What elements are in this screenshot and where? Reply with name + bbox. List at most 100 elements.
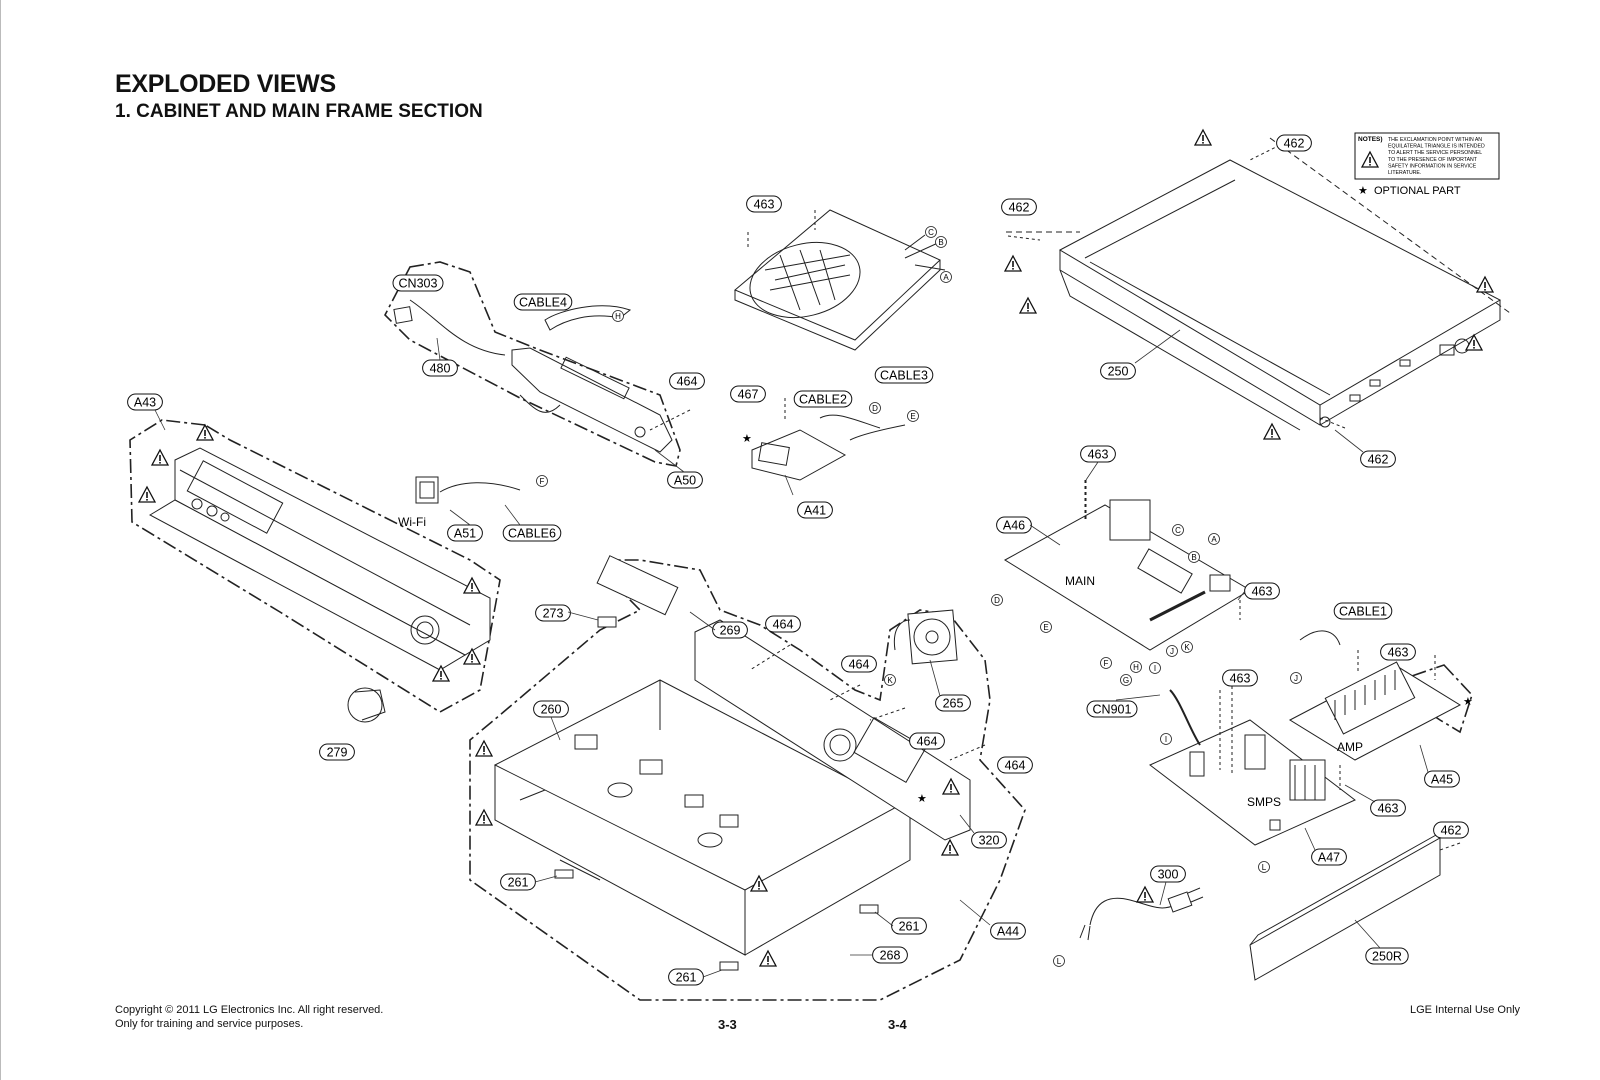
svg-text:463: 463	[1388, 646, 1409, 660]
svg-text:★: ★	[1358, 185, 1368, 197]
part-label-p463e: 463	[1222, 669, 1258, 687]
part-label-p462b: 462	[1001, 198, 1037, 216]
svg-text:A47: A47	[1318, 851, 1340, 865]
notes-line: LITERATURE.	[1388, 170, 1421, 176]
svg-text:C: C	[928, 228, 934, 237]
svg-text:265: 265	[943, 697, 964, 711]
svg-text:E: E	[1043, 623, 1048, 632]
part-label-p261c: 261	[668, 968, 704, 986]
part-label-p269: 269	[712, 621, 748, 639]
svg-text:260: 260	[541, 703, 562, 717]
part-label-p463a: 463	[746, 195, 782, 213]
svg-text:★: ★	[917, 792, 927, 805]
screws	[649, 144, 1461, 851]
svg-text:A45: A45	[1431, 773, 1453, 787]
svg-text:K: K	[1184, 643, 1190, 652]
notes-line: EQUILATERAL TRIANGLE IS INTENDED	[1388, 144, 1485, 150]
svg-text:CABLE4: CABLE4	[519, 296, 567, 310]
connector-F: F	[1100, 657, 1112, 669]
svg-text:464: 464	[773, 618, 794, 632]
connector-K: K	[884, 674, 896, 686]
svg-text:462: 462	[1441, 824, 1462, 838]
svg-text:462: 462	[1284, 137, 1305, 151]
part-label-p463b: 463	[1080, 445, 1116, 463]
part-label-p480: 480	[422, 359, 458, 377]
leader-line	[959, 814, 975, 834]
part-label-p464e: 464	[997, 756, 1033, 774]
part-label-a43: A43	[127, 393, 163, 411]
knob-279	[347, 687, 386, 723]
svg-text:A50: A50	[674, 474, 696, 488]
svg-text:480: 480	[430, 362, 451, 376]
connector-L: L	[1053, 955, 1065, 967]
part-label-cable2: CABLE2	[793, 390, 853, 408]
feet	[554, 616, 879, 971]
svg-text:261: 261	[899, 920, 920, 934]
svg-text:462: 462	[1368, 453, 1389, 467]
connector-B: B	[1188, 551, 1200, 563]
text-label-amp: AMP	[1337, 740, 1363, 754]
part-label-p260: 260	[533, 700, 569, 718]
page-title: EXPLODED VIEWS	[115, 70, 336, 98]
svg-text:J: J	[1294, 674, 1298, 683]
svg-text:464: 464	[1005, 759, 1026, 773]
connector-C: C	[925, 226, 937, 238]
connector-I: I	[1149, 662, 1161, 674]
part-label-p279: 279	[319, 743, 355, 761]
board-a41	[751, 414, 906, 481]
part-label-p467: 467	[730, 385, 766, 403]
leader-line	[784, 474, 794, 496]
svg-text:D: D	[872, 404, 878, 413]
part-label-cable6: CABLE6	[502, 524, 562, 542]
part-label-p300: 300	[1150, 865, 1186, 883]
svg-text:H: H	[1133, 663, 1139, 672]
svg-text:C: C	[1175, 526, 1181, 535]
svg-text:279: 279	[327, 746, 348, 760]
internal-use-text: LGE Internal Use Only	[1410, 1004, 1521, 1016]
front-board-a50	[393, 299, 673, 453]
svg-text:L: L	[1057, 957, 1062, 966]
text-label-smps: SMPS	[1247, 795, 1281, 809]
leader-line	[1134, 329, 1181, 364]
copyright-text: Copyright © 2011 LG Electronics Inc. All…	[115, 1004, 384, 1016]
part-label-p273: 273	[535, 604, 571, 622]
svg-text:H: H	[615, 312, 621, 321]
part-label-p462c: 462	[1360, 450, 1396, 468]
part-label-a47: A47	[1311, 848, 1347, 866]
leader-line	[534, 875, 558, 883]
text-label-main: MAIN	[1065, 574, 1095, 588]
connector-D: D	[869, 402, 881, 414]
notes-line: SAFETY INFORMATION IN SERVICE	[1388, 163, 1477, 169]
svg-text:A46: A46	[1003, 519, 1025, 533]
svg-text:G: G	[1123, 676, 1129, 685]
svg-text:E: E	[910, 412, 915, 421]
connector-C: C	[1172, 524, 1184, 536]
page-number-right: 3-4	[888, 1017, 907, 1032]
part-label-p320: 320	[971, 831, 1007, 849]
svg-text:B: B	[938, 238, 943, 247]
part-label-p265: 265	[935, 694, 971, 712]
leader-line	[1115, 694, 1161, 701]
notes-box: NOTES) THE EXCLAMATION POINT WITHIN ANEQ…	[1354, 132, 1500, 197]
leader-line	[1304, 827, 1316, 851]
svg-text:L: L	[1262, 863, 1267, 872]
connector-B: B	[935, 236, 947, 248]
svg-text:B: B	[1191, 553, 1196, 562]
part-label-p464d: 464	[909, 732, 945, 750]
part-label-a50: A50	[667, 471, 703, 489]
part-label-p268: 268	[872, 946, 908, 964]
leader-line	[874, 911, 894, 927]
connector-J: J	[1166, 645, 1178, 657]
part-label-p462a: 462	[1276, 134, 1312, 152]
svg-text:269: 269	[720, 624, 741, 638]
smps-board-a47	[1149, 689, 1356, 846]
svg-text:F: F	[540, 477, 545, 486]
part-label-cn303: CN303	[392, 274, 444, 292]
notes-line: TO THE PRESENCE OF IMPORTANT	[1388, 157, 1478, 163]
leader-line	[449, 509, 471, 526]
svg-text:467: 467	[738, 388, 759, 402]
svg-text:F: F	[1104, 659, 1109, 668]
connector-F: F	[536, 475, 548, 487]
part-label-cable1: CABLE1	[1333, 602, 1393, 620]
connector-G: G	[1120, 674, 1132, 686]
